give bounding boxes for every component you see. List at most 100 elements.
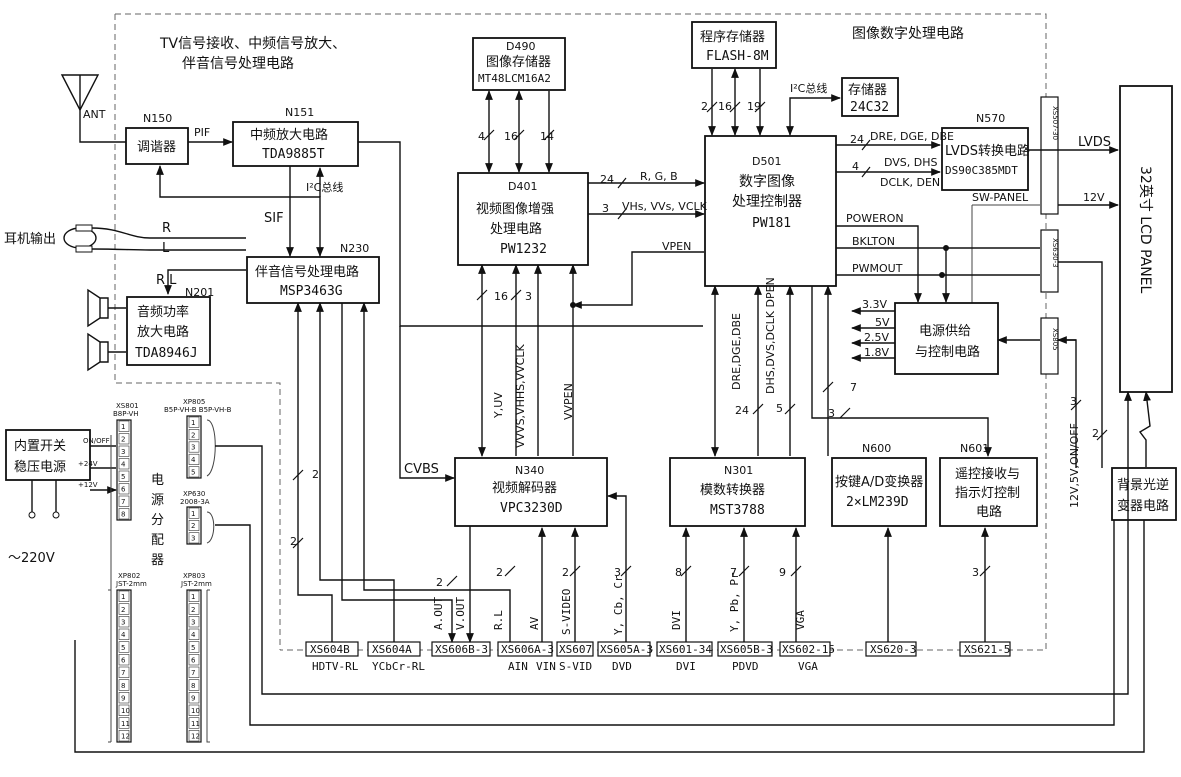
xp805-pin (188, 441, 200, 453)
xp805-pin-number: 4 (191, 456, 196, 464)
xp802-pin-number: 8 (121, 682, 125, 690)
vvpen-label: VVPEN (562, 383, 575, 420)
onoff-label: ON/OFF (83, 437, 110, 445)
xp803-connector (186, 589, 202, 743)
xs801-pin-number: 8 (121, 511, 125, 519)
xs507-label: XS507-30 (1051, 106, 1059, 140)
xp630-pin-number: 2 (191, 522, 195, 530)
xp802-pin (118, 730, 130, 742)
d501-label-1: 数字图像 (739, 174, 795, 190)
ycbcr-label: Y, Cb, Cr (612, 575, 625, 635)
svideo-label: S-VIDEO (560, 589, 573, 635)
dhs-vert-label: DHS,DVS,DCLK DPEN (764, 277, 777, 394)
xs801-pin (118, 508, 130, 520)
n301-width-a: 24 (735, 404, 749, 417)
xp802-pin (118, 679, 130, 691)
vvs-label: VVVS,VHHS,VVCLK (514, 344, 527, 448)
xs630-connector (1040, 229, 1059, 293)
xp803-pin-number: 6 (191, 656, 196, 664)
conn-10-name: XS621-5 (964, 643, 1010, 656)
xp805-pin (188, 453, 200, 465)
vga-label: VGA (794, 610, 807, 630)
xp803-title: XP803 (183, 572, 205, 580)
conn-xs605a (597, 641, 651, 657)
power-control-label-1: 电源供给 (919, 324, 971, 339)
xp805-connector (186, 415, 202, 479)
d401-label-1: 视频图像增强 (476, 202, 554, 217)
conn-xs601 (656, 641, 713, 657)
xp802-pin-number: 7 (121, 669, 125, 677)
xp802-title: XP802 (118, 572, 140, 580)
n151-label-2: TDA9885T (262, 147, 325, 162)
conn-5-label: S-VID (559, 660, 592, 673)
distributor-char-2: 源 (151, 493, 164, 508)
xp802-pin (118, 641, 130, 653)
xp805-pin (188, 416, 200, 428)
conn-3-name: XS606A-3 (501, 643, 554, 656)
psu-block (5, 429, 91, 481)
xp803-pin (188, 717, 200, 729)
xp802-pin (118, 717, 130, 729)
side-power-label: 12V,5V,ON/OFF (1068, 423, 1081, 508)
vout-label: V.OUT (454, 597, 467, 630)
xp805-sub: B5P-VH-B B5P-VH-B (164, 406, 232, 414)
conn-6-label: DVD (612, 660, 632, 673)
dclk-label: DCLK, DEN (880, 176, 940, 189)
xs801-pin (118, 470, 130, 482)
dvs-label: DVS, DHS (884, 156, 938, 169)
v18-label: 1.8V (864, 346, 889, 359)
xp805-pin-number: 5 (191, 469, 195, 477)
power-distributor: XS801 B8P-VH XP805 B5P-VH-B B5P-VH-B XP6… (108, 398, 232, 743)
rgb-width: 24 (600, 173, 614, 186)
n600-label-2: 2×LM239D (846, 495, 909, 510)
ant-label: ANT (83, 108, 106, 121)
n340-block (454, 457, 608, 527)
xp803-pin-number: 12 (191, 732, 200, 740)
d501-id: D501 (752, 155, 781, 168)
d401-width-a: 16 (494, 290, 508, 303)
n201-id: N201 (185, 286, 214, 299)
xp630-connector (186, 506, 202, 545)
power-control-label-2: 与控制电路 (915, 344, 980, 360)
xp802-pin (118, 692, 130, 704)
n600-id: N600 (862, 442, 891, 455)
n601-label-2: 指示灯控制 (955, 486, 1020, 501)
n201-label-1: 音频功率 (137, 304, 189, 320)
n601-label-3: 电路 (976, 504, 1002, 520)
poweron-label: POWERON (846, 212, 904, 225)
eeprom-block (841, 77, 899, 117)
xp802-pin (118, 590, 130, 602)
backlight-label-2: 变器电路 (1117, 498, 1169, 514)
rl-width: 2 (496, 566, 503, 579)
xp630-pin-number: 1 (191, 510, 195, 518)
aout-label: A.OUT (432, 597, 445, 630)
cvbs-label: CVBS (404, 462, 439, 477)
dvs-width: 4 (852, 160, 859, 173)
vga-width: 9 (779, 566, 786, 579)
n601-label-1: 遥控接收与 (955, 466, 1020, 482)
sw-panel-label: SW-PANEL (972, 191, 1029, 204)
flash-width-c: 19 (747, 100, 761, 113)
n230-id: N230 (340, 242, 369, 255)
xp803-pin (188, 641, 200, 653)
xp803-pin-number: 8 (191, 682, 195, 690)
bus-slash-marks (292, 101, 1108, 587)
xs801-connector (116, 419, 132, 521)
d401-width-b: 3 (525, 290, 532, 303)
vhs-width: 3 (602, 202, 609, 215)
lcd-panel-block (1119, 85, 1173, 393)
xp803-pin-number: 4 (191, 631, 196, 639)
xs801-pin-number: 4 (121, 461, 126, 469)
distributor-char-3: 分 (151, 513, 164, 528)
xp803-pin-number: 9 (191, 694, 195, 702)
conn-0-label: HDTV-RL (312, 660, 359, 673)
xs801-pin (118, 420, 130, 432)
xs801-pin (118, 445, 130, 457)
earphone-icon (63, 224, 246, 253)
xs630-label: XS630-3 (1051, 238, 1059, 268)
n340-label-1: 视频解码器 (492, 481, 557, 496)
d501-block (704, 135, 837, 287)
distributor-char-4: 配 (151, 533, 164, 548)
v33-label: 3.3V (862, 298, 887, 311)
